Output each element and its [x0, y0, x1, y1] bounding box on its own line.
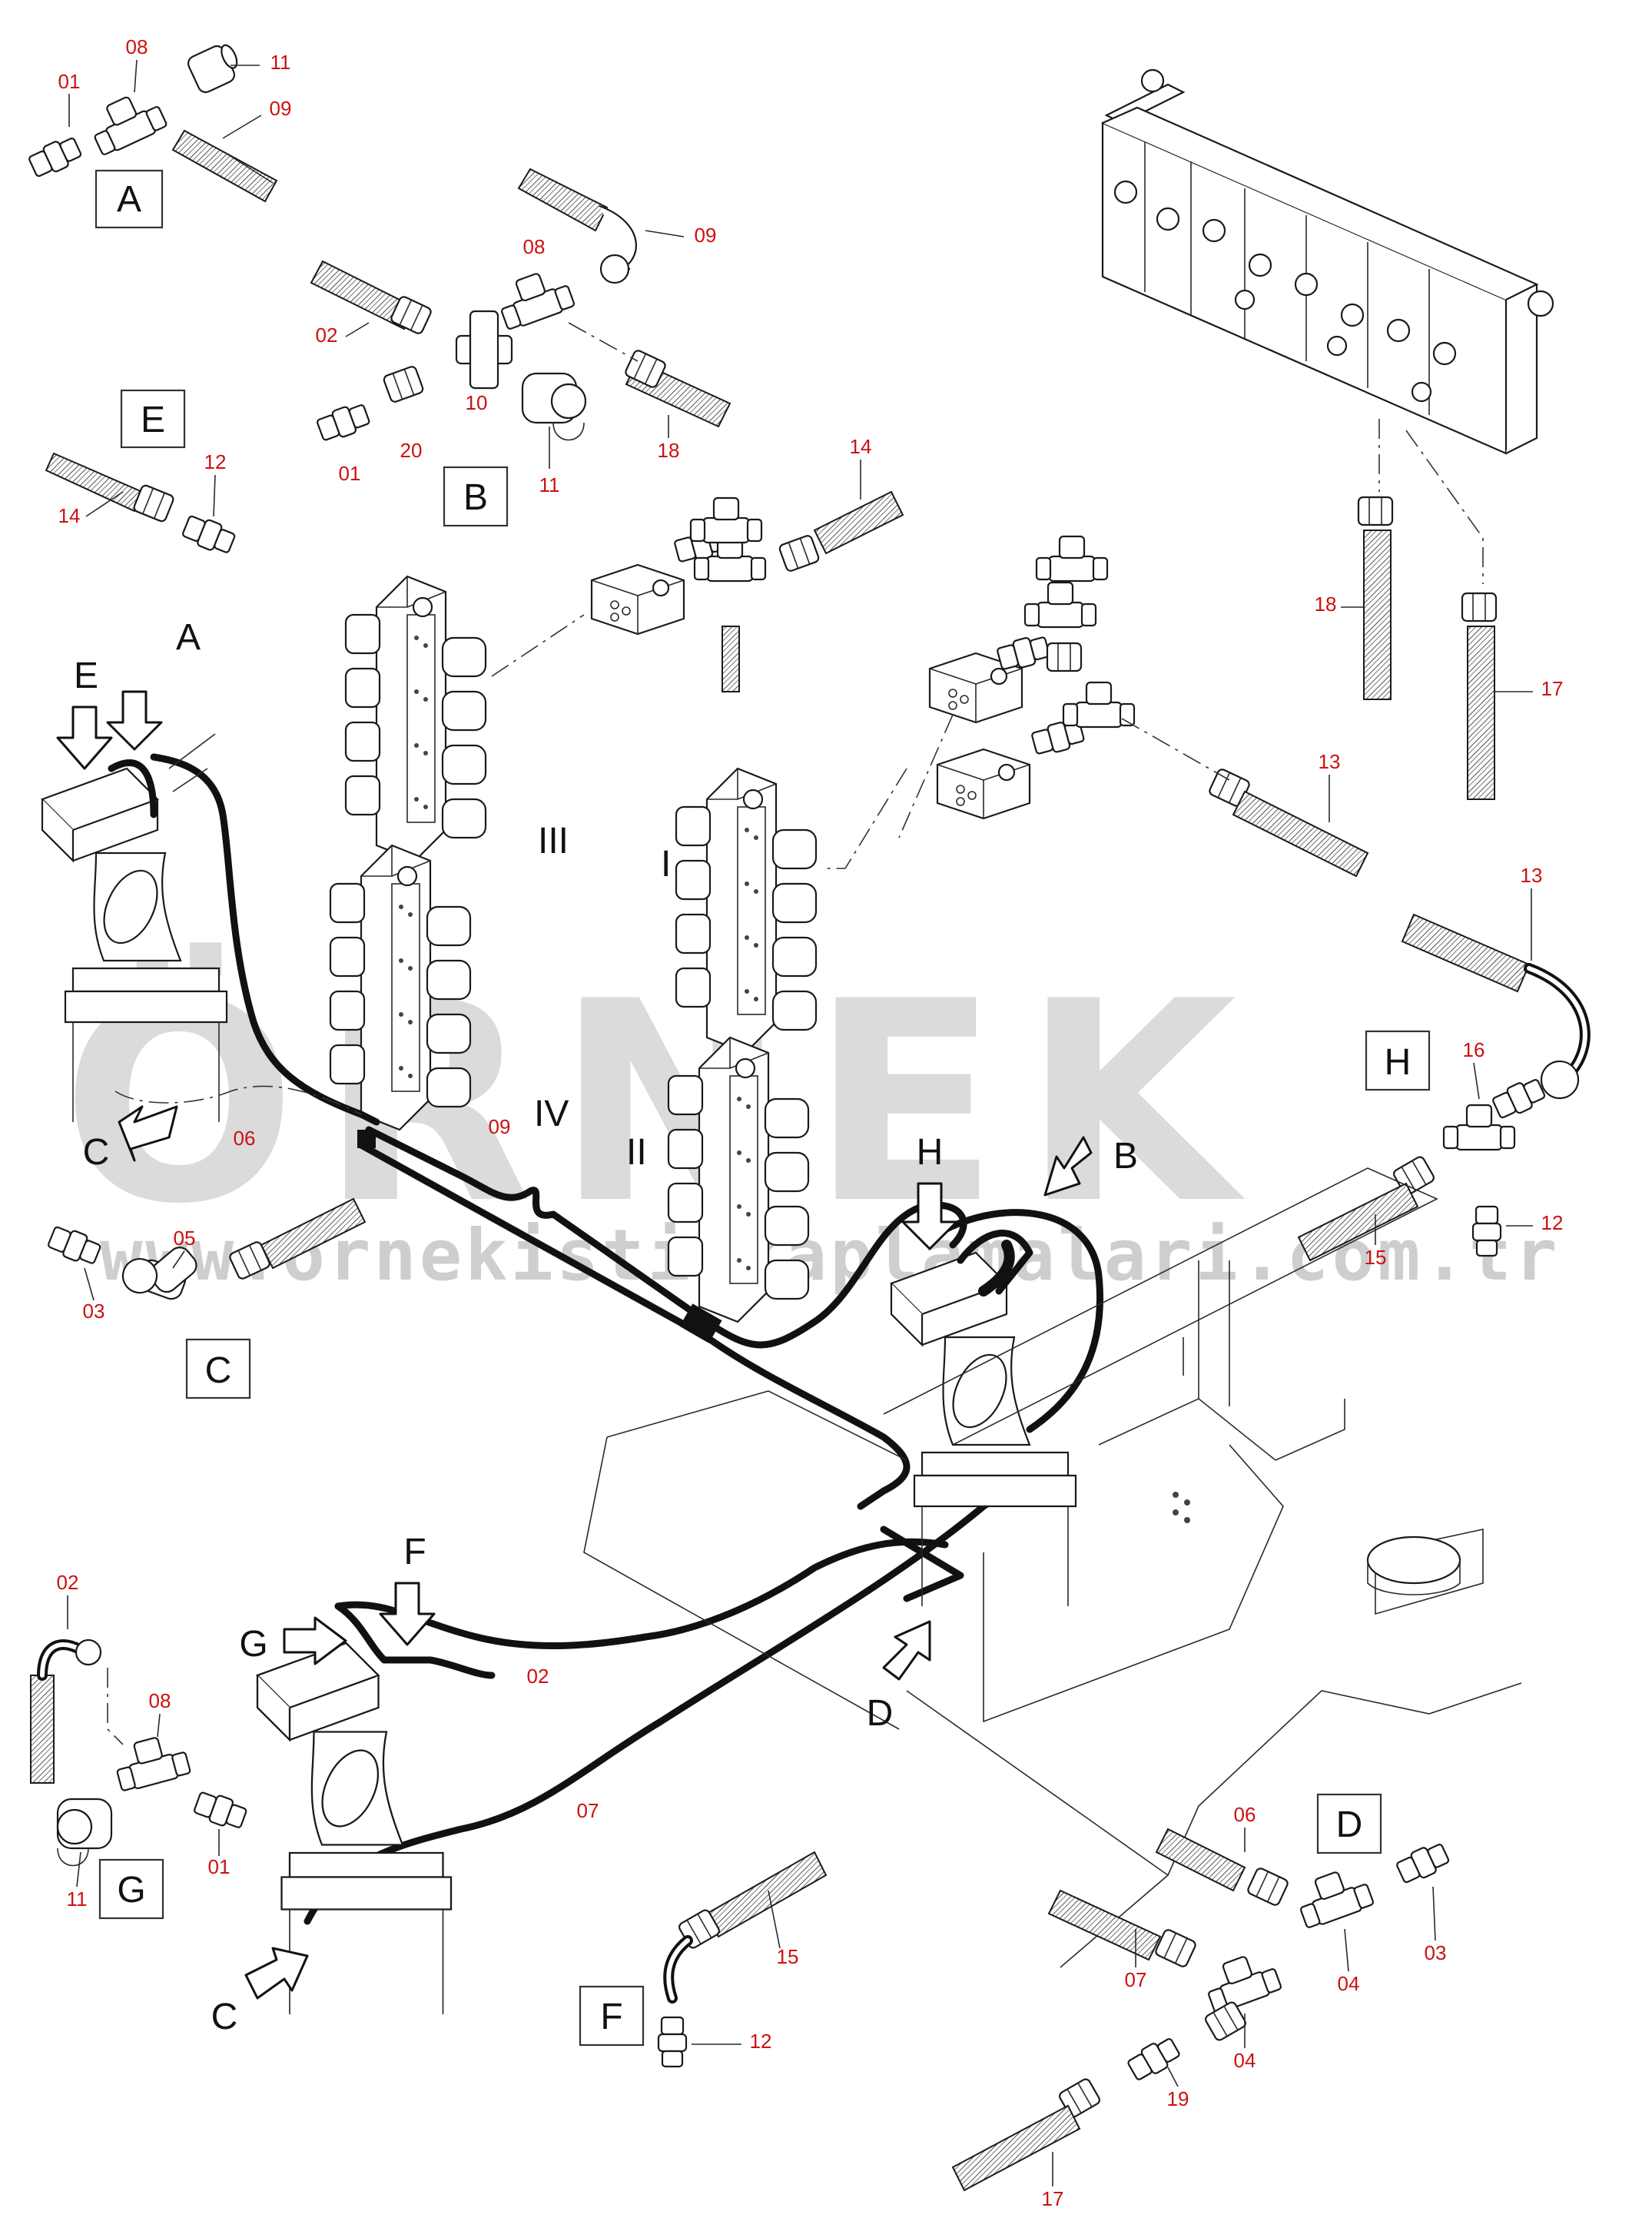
- callout-label-h: H: [917, 1132, 944, 1173]
- part-num-02-b: 02: [316, 324, 338, 347]
- part-num-20: 20: [400, 439, 423, 462]
- callout-label-h-box: H: [1385, 1042, 1411, 1083]
- callout-box-g: [98, 1858, 164, 1920]
- control-valve: 18 17: [1101, 68, 1564, 800]
- callout-box-f: [579, 1985, 645, 2047]
- swivel-right: H B: [890, 1132, 1138, 1608]
- callout-box-a: [95, 169, 164, 229]
- callout-label-c-lower: C: [211, 1997, 238, 2037]
- callout-label-f-box: F: [600, 1997, 622, 2037]
- arrow-g: [283, 1616, 347, 1665]
- callout-label-d: D: [867, 1693, 894, 1734]
- callout-label-a-top: A: [176, 617, 201, 658]
- part-num-09-b: 09: [695, 224, 717, 247]
- arrow-c-lower: [244, 1947, 309, 2000]
- arrow-b: [1043, 1136, 1093, 1197]
- part-num-09: 09: [489, 1115, 511, 1138]
- callout-label-b-box: B: [463, 477, 488, 518]
- part-num-09: 09: [270, 97, 292, 120]
- manifold-label-iv: IV: [534, 1094, 569, 1134]
- callout-box-b: [443, 466, 509, 527]
- arrow-a: [106, 690, 163, 751]
- part-num-02-g: 02: [57, 1571, 79, 1594]
- arrow-f: [379, 1582, 436, 1646]
- part-num-10: 10: [466, 391, 488, 414]
- part-num-01-b: 01: [339, 462, 361, 485]
- swivel-left: E A C 06: [41, 617, 380, 1173]
- part-num-01-g: 01: [208, 1855, 231, 1878]
- part-num-07-d: 07: [1125, 1968, 1147, 1991]
- callout-label-d-box: D: [1336, 1804, 1363, 1845]
- arrow-d: [882, 1620, 931, 1681]
- callout-label-g: G: [239, 1624, 267, 1665]
- part-num-13: 13: [1319, 750, 1341, 773]
- part-num-11: 11: [270, 51, 291, 74]
- part-num-18-b: 18: [658, 439, 680, 462]
- part-num-11-g: 11: [67, 1887, 88, 1911]
- arrow-h: [901, 1182, 958, 1250]
- manifold-group: III I IV II 14 13: [329, 435, 1369, 1323]
- callout-label-e: E: [74, 656, 98, 696]
- part-num-01: 01: [58, 70, 81, 93]
- detail-g: G 02 08 11 01: [30, 1571, 250, 1920]
- detail-a: A 01 08 11 09: [26, 35, 292, 229]
- machine-frame: [583, 1167, 1522, 1968]
- part-num-13-h: 13: [1521, 864, 1543, 887]
- callout-label-a: A: [117, 179, 141, 220]
- part-num-18: 18: [1315, 593, 1337, 616]
- manifold-label-ii: II: [626, 1132, 647, 1173]
- watermark-brand: ÖRNEK: [61, 940, 1259, 1265]
- part-num-07: 07: [577, 1799, 599, 1822]
- part-num-08-b: 08: [523, 235, 546, 258]
- part-num-08: 08: [126, 35, 148, 58]
- callout-label-c-upper: C: [83, 1132, 110, 1173]
- part-num-04-upper: 04: [1338, 1972, 1360, 1995]
- detail-f: F 15 12: [579, 1851, 828, 2068]
- part-num-12-e: 12: [204, 450, 227, 473]
- part-num-04-lower: 04: [1234, 2049, 1256, 2072]
- part-num-03-d: 03: [1425, 1941, 1447, 1964]
- part-num-14: 14: [850, 435, 872, 458]
- part-num-17-d: 17: [1042, 2187, 1064, 2210]
- part-num-11-b: 11: [539, 473, 560, 496]
- part-num-12-h: 12: [1541, 1211, 1564, 1234]
- callout-box-d: [1316, 1793, 1382, 1854]
- callout-box-e: [120, 389, 186, 449]
- arrow-c-upper: [118, 1105, 178, 1162]
- part-num-03: 03: [83, 1300, 105, 1323]
- detail-e: E 12 14: [45, 389, 238, 558]
- callout-box-h: [1365, 1030, 1431, 1091]
- detail-d: D 06 07 04 03 04 19 17: [951, 1793, 1452, 2210]
- detail-c: C 05 03: [45, 1197, 367, 1399]
- part-num-15: 15: [777, 1945, 799, 1968]
- callout-label-f: F: [403, 1532, 426, 1572]
- part-num-06-d: 06: [1234, 1803, 1256, 1826]
- callout-label-e-box: E: [141, 400, 165, 440]
- part-num-16: 16: [1463, 1038, 1485, 1061]
- callout-label-g-box: G: [117, 1870, 145, 1911]
- part-num-15-h: 15: [1365, 1246, 1387, 1269]
- part-num-06: 06: [234, 1127, 256, 1150]
- part-num-05: 05: [174, 1227, 196, 1250]
- manifold-label-iii: III: [538, 821, 569, 862]
- part-num-19: 19: [1167, 2087, 1189, 2110]
- part-num-14-e: 14: [58, 504, 81, 527]
- part-num-17: 17: [1541, 677, 1564, 700]
- callout-label-c-box: C: [205, 1350, 232, 1391]
- swivel-bottom: F G C D: [211, 1532, 931, 2037]
- detail-h: H 13 16 12 15: [1297, 864, 1591, 1269]
- part-num-02: 02: [527, 1665, 549, 1688]
- manifold-label-i: I: [661, 844, 671, 885]
- part-num-12: 12: [750, 2030, 772, 2053]
- callout-label-b: B: [1113, 1136, 1138, 1177]
- arrow-e: [56, 705, 113, 770]
- part-num-08-g: 08: [149, 1689, 171, 1712]
- detail-b: B 08 09 02 10 20 01 11 18: [310, 168, 731, 527]
- callout-box-c: [185, 1338, 251, 1399]
